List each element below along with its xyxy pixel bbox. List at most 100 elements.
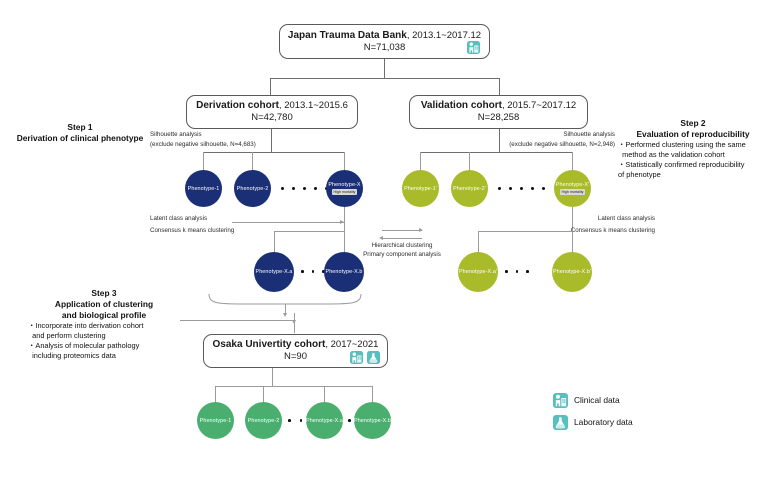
step-2-bullet-1: method as the validation cohort: [618, 150, 725, 159]
circle-label: Phenotype-1': [404, 185, 437, 192]
note-cluster-right-2: Consensus k means clustering: [570, 227, 655, 234]
connector-sub-left-a: [274, 231, 275, 252]
legend-label: Laboratory data: [574, 417, 633, 427]
jtdb-n: N=71,038: [363, 41, 406, 53]
note-cluster-left-1: Latent class analysis: [150, 215, 208, 222]
circle-phenotype-osaka-xb: Phenotype-X.b: [354, 402, 391, 439]
jtdb-name: Japan Trauma Data Bank: [287, 29, 407, 41]
circle-phenotype-derivation-xa: Phenotype-X.a: [254, 252, 294, 292]
circle-phenotype-derivation-x: Phenotype-X High mortality: [326, 170, 363, 207]
circle-phenotype-osaka-2: Phenotype-2: [245, 402, 282, 439]
connector-px-down-right: [572, 207, 573, 231]
connector-derivation-p2: [252, 152, 253, 171]
derivation-n: N=42,780: [251, 112, 293, 123]
circle-label: Phenotype-2': [453, 185, 486, 192]
circle-phenotype-osaka-1: Phenotype-1: [197, 402, 234, 439]
circle-label: Phenotype-2: [247, 417, 280, 424]
connector-middle-bottom: [382, 238, 422, 239]
note-silhouette-right-2: (exclude negative silhouette, N=2,948): [509, 141, 615, 148]
arrow-middle-right: [419, 228, 423, 232]
validation-title-line: Validation cohort, 2015.7~2017.12: [421, 100, 576, 112]
validation-n: N=28,258: [477, 112, 520, 123]
jtdb-period: , 2013.1~2017.12: [406, 29, 482, 41]
step-2-bullet-0: ・Performed clustering using the same: [618, 140, 746, 149]
note-middle-1: Hierarchical clustering: [371, 242, 433, 249]
status-badge-high-mortality: High mortality: [331, 189, 358, 195]
ellipsis-derivation-row: [281, 187, 328, 190]
step-3-bullet-0: ・Incorporate into derivation cohort: [28, 321, 144, 330]
osaka-title-line: Osaka Univertity cohort, 2017~2021: [213, 339, 379, 351]
note-cluster-left-2: Consensus k means clustering: [150, 227, 235, 234]
connector-step3-to-osaka: [180, 320, 294, 321]
circle-label: Phenotype-X.a: [255, 269, 293, 275]
derivation-period: , 2013.1~2015.6: [278, 100, 348, 111]
connector-cluster-left-arrow: [232, 222, 344, 223]
osaka-name: Osaka Univertity cohort: [212, 339, 326, 350]
step-3-block: Step 3 Application of clustering and bio…: [28, 288, 180, 361]
step-2-bullet-3: of phenotype: [618, 170, 661, 179]
circle-phenotype-validation-xa: Phenotype-X.a': [458, 252, 498, 292]
laboratory-data-icon: [553, 415, 568, 430]
osaka-period: , 2017~2021: [325, 339, 379, 350]
ellipsis-validation-row: [498, 187, 545, 190]
connector-validation-branch: [420, 152, 572, 153]
clinical-data-icon: [350, 351, 363, 364]
connector-sub-branch-left: [274, 231, 344, 232]
ellipsis-derivation-sub-row: [301, 270, 325, 273]
box-validation-cohort: Validation cohort, 2015.7~2017.12 N=28,2…: [409, 95, 588, 129]
step-3-bullet-1: and perform clustering: [28, 331, 106, 340]
circle-label: Phenotype-X.a': [458, 269, 498, 275]
connector-osaka-p1: [215, 386, 216, 403]
connector-derivation-down: [271, 129, 272, 152]
step-3-bullet-2: ・Analysis of molecular pathology: [28, 341, 140, 350]
osaka-n: N=90: [284, 351, 307, 362]
circle-phenotype-validation-1: Phenotype-1': [402, 170, 439, 207]
step-2-bullet-2: ・Statistically confirmed reproducibility: [618, 160, 745, 169]
circle-label: Phenotype-X.b: [354, 417, 391, 424]
clinical-data-icon: [553, 393, 568, 408]
connector-osaka-down-3: [272, 368, 273, 386]
connector-to-validation: [499, 78, 500, 95]
step-2-block: Step 2 Evaluation of reproducibility ・Pe…: [618, 118, 768, 180]
arrow-osaka-down-2: [292, 320, 296, 324]
circle-phenotype-osaka-xa: Phenotype-X.a: [306, 402, 343, 439]
validation-period: , 2015.7~2017.12: [501, 100, 577, 111]
step-2-heading: Evaluation of reproducibility: [636, 129, 750, 139]
note-middle-2: Primary component analysis: [363, 251, 441, 258]
connector-jtdb-down: [384, 59, 385, 78]
connector-validation-down: [499, 129, 500, 152]
note-silhouette-left-1: Silhouette analysis: [150, 131, 202, 138]
connector-split-bar: [270, 78, 499, 79]
arrow-middle-left: [379, 236, 383, 240]
laboratory-data-icon: [367, 351, 380, 364]
legend: Clinical data Laboratory data: [553, 393, 633, 437]
legend-item-clinical-data: Clinical data: [553, 393, 633, 408]
connector-osaka-p2: [263, 386, 264, 403]
connector-validation-p1: [420, 152, 421, 171]
validation-name: Validation cohort: [420, 100, 502, 111]
step-2-title: Step 2: [680, 118, 706, 128]
circle-label: Phenotype-X.a: [306, 417, 343, 424]
arrow-cluster-left: [340, 220, 344, 224]
circle-label: Phenotype-1: [187, 185, 220, 192]
connector-middle-top: [382, 230, 422, 231]
circle-label: Phenotype-1: [199, 417, 232, 424]
box-japan-trauma-data-bank: Japan Trauma Data Bank, 2013.1~2017.12 N…: [279, 24, 490, 59]
box-derivation-cohort: Derivation cohort, 2013.1~2015.6 N=42,78…: [186, 95, 358, 129]
step-3-heading-1: Application of clustering: [54, 299, 154, 309]
arrow-osaka-down-1: [283, 313, 287, 317]
derivation-name: Derivation cohort: [196, 100, 279, 111]
connector-sub-right-a: [478, 231, 479, 252]
connector-derivation-branch: [203, 152, 344, 153]
note-silhouette-right-1: Silhouette analysis: [563, 131, 615, 138]
circle-phenotype-validation-xb: Phenotype-X.b': [552, 252, 592, 292]
connector-validation-px: [572, 152, 573, 171]
jtdb-title-line: Japan Trauma Data Bank, 2013.1~2017.12: [288, 30, 481, 42]
circle-label: Phenotype-X.b: [325, 269, 363, 275]
connector-sub-branch-right: [478, 231, 572, 232]
legend-item-laboratory-data: Laboratory data: [553, 415, 633, 430]
connector-osaka-branch: [215, 386, 372, 387]
box-osaka-university-cohort: Osaka Univertity cohort, 2017~2021 N=90: [203, 334, 388, 368]
step-3-title: Step 3: [91, 288, 117, 298]
step-3-bullet-3: including proteomics data: [28, 351, 116, 360]
